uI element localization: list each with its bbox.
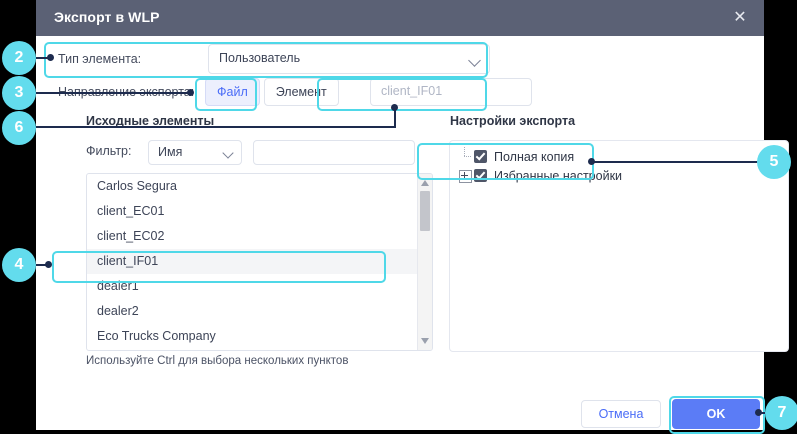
leader-line-6 (30, 126, 395, 128)
settings-tree-label: Избранные настройки (494, 168, 623, 183)
checkbox-checked-icon[interactable] (474, 169, 487, 182)
chevron-down-icon (468, 54, 481, 67)
file-name-placeholder: client_IF01 (381, 84, 443, 98)
direction-toggle-group: Файл Элемент (205, 78, 343, 106)
list-item[interactable]: client_IF01 (87, 249, 432, 274)
leader-dot-2 (47, 54, 54, 61)
list-item[interactable]: dealer1 (97, 279, 139, 293)
close-icon[interactable]: ✕ (733, 9, 747, 26)
callout-badge-2: 2 (2, 41, 36, 75)
leader-line-6-vertical (394, 110, 396, 128)
tree-connector (456, 147, 474, 166)
leader-dot-4 (45, 261, 52, 268)
list-item[interactable]: client_EC01 (97, 204, 165, 218)
item-type-label: Тип элемента: (58, 52, 142, 66)
export-dialog: Экспорт в WLP ✕ Тип элемента: Пользовате… (36, 0, 789, 430)
item-type-select[interactable]: Пользователь (208, 44, 490, 74)
tree-line (464, 156, 472, 157)
plus-icon[interactable] (459, 170, 472, 183)
item-type-value: Пользователь (219, 51, 301, 65)
callout-badge-6: 6 (2, 111, 36, 145)
scroll-down-icon[interactable] (421, 338, 429, 344)
source-panel-title: Исходные элементы (86, 114, 215, 128)
direction-option-file[interactable]: Файл (205, 78, 260, 106)
leader-dot-6 (391, 104, 398, 111)
list-item[interactable]: dealer2 (97, 304, 139, 318)
filter-label: Фильтр: (86, 144, 132, 158)
ok-button[interactable]: OK (672, 399, 760, 429)
item-type-row: Тип элемента: Пользователь (50, 44, 750, 74)
callout-badge-3: 3 (2, 76, 36, 110)
settings-tree-node[interactable]: Избранные настройки (456, 166, 622, 185)
filter-row: Фильтр: Имя (86, 140, 431, 165)
callout-badge-4: 4 (2, 248, 36, 282)
leader-line-5 (592, 161, 760, 163)
expand-toggle[interactable] (456, 166, 474, 185)
leader-dot-5 (588, 158, 595, 165)
checkbox-checked-icon[interactable] (474, 150, 487, 163)
list-item[interactable]: Carlos Segura (97, 179, 177, 193)
filter-field-value: Имя (158, 145, 183, 159)
settings-tree-node[interactable]: Полная копия (456, 147, 622, 166)
settings-tree-label: Полная копия (494, 149, 575, 164)
scroll-up-icon[interactable] (421, 180, 429, 186)
leader-dot-3 (187, 89, 194, 96)
tree-line (464, 147, 465, 157)
file-name-input[interactable]: client_IF01 (370, 78, 532, 106)
scrollbar-thumb[interactable] (420, 191, 430, 231)
list-item[interactable]: client_EC02 (97, 229, 165, 243)
cancel-button[interactable]: Отмена (581, 400, 661, 428)
filter-search-input[interactable] (253, 140, 415, 165)
settings-panel-title: Настройки экспорта (450, 114, 576, 128)
list-item[interactable]: Eco Trucks Company (97, 329, 216, 343)
filter-field-select[interactable]: Имя (148, 140, 242, 165)
dialog-titlebar: Экспорт в WLP ✕ (36, 0, 764, 36)
callout-badge-7: 7 (765, 396, 797, 430)
export-direction-row: Направление экспорта: Файл Элемент clien… (50, 78, 750, 108)
dialog-title: Экспорт в WLP (54, 9, 160, 25)
leader-dot-7 (755, 409, 762, 416)
leader-line-3 (30, 92, 189, 94)
leader-line-4 (30, 264, 48, 266)
multiselect-hint: Используйте Ctrl для выбора нескольких п… (86, 355, 349, 367)
listbox-scrollbar[interactable] (417, 174, 432, 350)
chevron-down-icon (222, 147, 234, 159)
direction-option-element[interactable]: Элемент (263, 78, 339, 106)
callout-badge-5: 5 (757, 145, 791, 179)
